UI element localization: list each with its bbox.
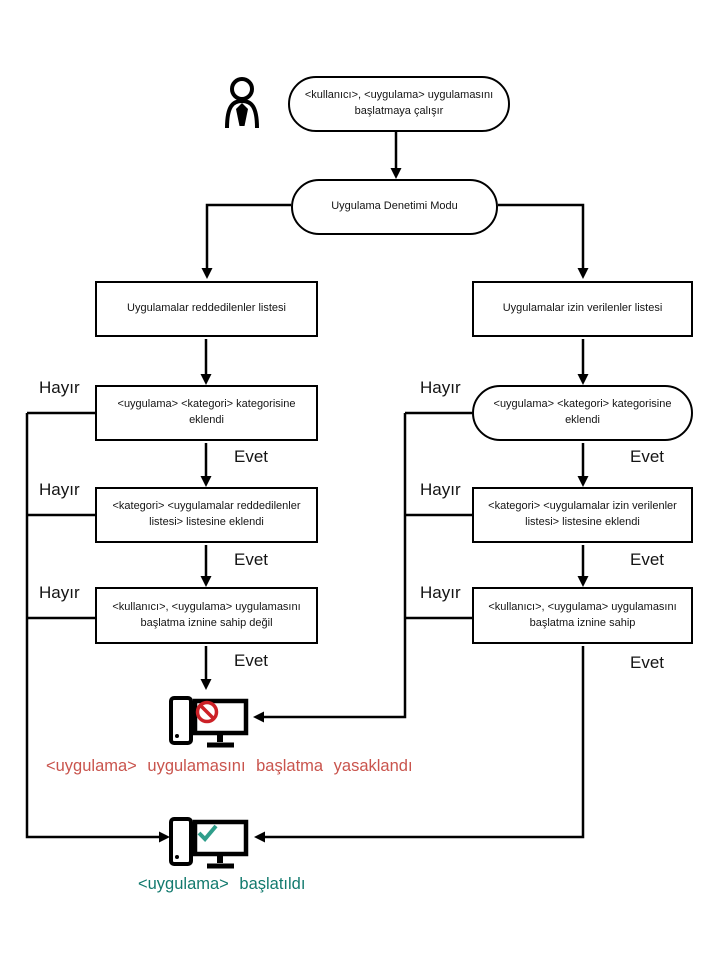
edge-label-no-right-1: Hayır [420,378,461,397]
edge-label-no-left-3: Hayır [39,583,80,602]
arrowheads [159,168,589,843]
check-icon [197,824,218,842]
edge-label-yes-left-3: Evet [234,651,269,670]
edge-label-yes-right-2: Evet [630,550,665,569]
node-deny-permission-check: <kullanıcı>, <uygulama> uygulamasını baş… [95,587,318,644]
node-allow-permission-check: <kullanıcı>, <uygulama> uygulamasını baş… [472,587,693,644]
edge-label-no-right-3: Hayır [420,583,461,602]
edge-label-yes-right-1: Evet [630,447,665,466]
node-deny-category-check: <uygulama> <kategori> kategorisine eklen… [95,385,318,441]
edge-label-no-right-2: Hayır [420,480,461,499]
outcome-started-text: <uygulama> başlatıldı [138,875,306,893]
node-deny-list-added-check: <kategori> <uygulamalar reddedilenler li… [95,487,318,543]
node-allowlist: Uygulamalar izin verilenler listesi [472,281,693,337]
edge-label-yes-left-1: Evet [234,447,269,466]
node-denylist: Uygulamalar reddedilenler listesi [95,281,318,337]
node-start: <kullanıcı>, <uygulama> uygulamasını baş… [288,76,510,132]
prohibit-icon [195,700,219,724]
computer-blocked-icon [169,696,249,748]
node-application-control-mode: Uygulama Denetimi Modu [291,179,498,235]
connector-lines [25,132,585,839]
user-icon [225,77,259,129]
outcome-blocked-text: <uygulama> uygulamasını başlatma yasakla… [46,757,413,775]
computer-started-icon [169,817,249,869]
node-allow-list-added-check: <kategori> <uygulamalar izin verilenler … [472,487,693,543]
edge-label-no-left-1: Hayır [39,378,80,397]
node-allow-category-check: <uygulama> <kategori> kategorisine eklen… [472,385,693,441]
edge-label-no-left-2: Hayır [39,480,80,499]
edge-label-yes-left-2: Evet [234,550,269,569]
edge-label-yes-right-3: Evet [630,653,665,672]
